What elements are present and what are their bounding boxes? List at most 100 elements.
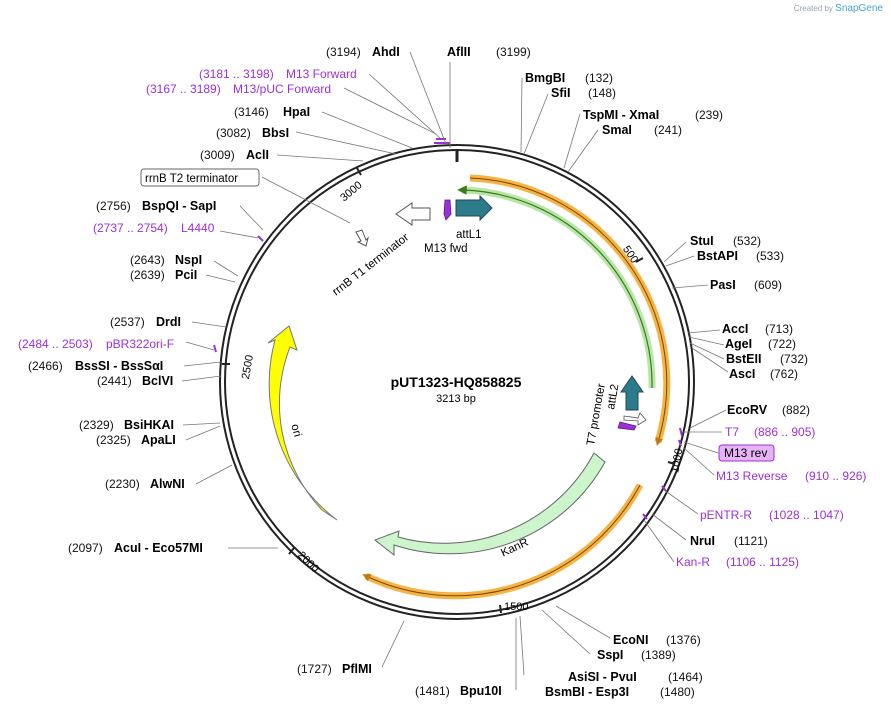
site-AclI-pos: (3009) <box>200 148 235 162</box>
site-BstEII-pos: (732) <box>780 352 808 366</box>
site-SfiI-pos: (148) <box>588 86 616 100</box>
site-TspMI-XmaI: TspMI - XmaI <box>583 108 659 122</box>
site-BssSI: BssSI - BssSαI <box>75 359 163 373</box>
tick-2000: 2000 <box>295 549 321 575</box>
primer-M13rev-box <box>718 444 775 462</box>
site-ApaLI: ApaLI <box>141 433 176 447</box>
site-AclI: AclI <box>246 148 269 162</box>
site-AccI-pos: (713) <box>765 322 793 336</box>
orf-arc-lower <box>362 483 644 600</box>
tick-3000: 3000 <box>338 179 364 204</box>
site-BsiHKAI: BsiHKAI <box>124 418 174 432</box>
site-AhdI: AhdI <box>372 45 400 59</box>
site-BclVI-pos: (2441) <box>97 374 132 388</box>
site-NspI: NspI <box>175 253 202 267</box>
site-StuI-pos: (532) <box>733 234 761 248</box>
site-NruI: NruI <box>690 534 715 548</box>
site-AflII: AflII <box>447 45 471 59</box>
site-BspQI-SapI-pos: (2756) <box>96 199 131 213</box>
m13fwd-label: M13 fwd <box>424 243 467 255</box>
site-PasI-pos: (609) <box>754 278 782 292</box>
site-BsmBI-Esp3I-pos: (1480) <box>660 685 695 699</box>
ori-label: ori <box>288 423 303 438</box>
primer-Kan-R-range: (1106 .. 1125) <box>726 555 799 569</box>
site-AsiSI-PvuI: AsiSI - PvuI <box>568 670 637 684</box>
rrnB-T1-label: rrnB T1 terminator <box>330 231 411 298</box>
site-SmaI-pos: (241) <box>654 123 682 137</box>
attL1-label: attL1 <box>456 229 482 241</box>
site-EcoRV: EcoRV <box>727 403 768 417</box>
primer-M13pUC-Forward: M13/pUC Forward <box>233 82 331 96</box>
primer-pBR322ori-F-range: (2484 .. 2503) <box>18 337 93 351</box>
site-EcoNI: EcoNI <box>613 633 648 647</box>
site-BssSI-pos: (2466) <box>28 359 63 373</box>
site-AcuI: AcuI - Eco57MI <box>114 541 203 555</box>
ori-feature: ori <box>267 325 338 521</box>
site-PasI: PasI <box>710 278 736 292</box>
primer-L4440-range: (2737 .. 2754) <box>93 221 168 235</box>
plasmid-name: pUT1323-HQ858825 <box>391 374 522 390</box>
tick-2500: 2500 <box>240 354 256 380</box>
site-AscI: AscI <box>729 367 755 381</box>
primer-M13-Forward: M13 Forward <box>286 67 357 81</box>
backbone <box>219 144 695 620</box>
primer-M13pUC-Forward-range: (3167 .. 3189) <box>146 82 221 96</box>
site-DrdI: DrdI <box>156 315 181 329</box>
site-TspMI-XmaI-pos: (239) <box>695 108 723 122</box>
site-ApaLI-pos: (2325) <box>96 433 131 447</box>
site-BbsI: BbsI <box>262 126 289 140</box>
site-NspI-pos: (2643) <box>130 253 165 267</box>
site-HpaI-pos: (3146) <box>234 105 269 119</box>
rrnB-terminators: rrnB T1 terminator <box>330 202 431 298</box>
site-AgeI-pos: (722) <box>768 337 796 351</box>
site-HpaI: HpaI <box>283 105 310 119</box>
site-BbsI-pos: (3082) <box>216 126 251 140</box>
site-AlwNI: AlwNI <box>150 477 185 491</box>
site-BmgBI-pos: (132) <box>585 71 613 85</box>
site-AsiSI-PvuI-pos: (1464) <box>668 670 703 684</box>
site-Bpu10I: Bpu10I <box>460 684 502 698</box>
primer-M13-Reverse: M13 Reverse <box>716 469 788 483</box>
kanR-feature: KanR <box>373 452 606 559</box>
primer-M13-Forward-range: (3181 .. 3198) <box>199 67 274 81</box>
site-PciI-pos: (2639) <box>130 268 165 282</box>
primer-M13rev: M13 rev <box>724 446 767 460</box>
site-BstAPI-pos: (533) <box>756 249 784 263</box>
site-PflMI-pos: (1727) <box>297 662 332 676</box>
attL2-label: attL2 <box>605 383 621 410</box>
primer-T7: T7 <box>725 425 739 439</box>
site-BmgBI: BmgBI <box>525 71 565 85</box>
site-PflMI: PflMI <box>342 662 372 676</box>
site-labels-left: (3194) AhdI (3146) HpaI (3082) BbsI (300… <box>28 45 502 698</box>
primer-pENTR-R: pENTR-R <box>700 508 752 522</box>
site-BspQI-SapI: BspQI - SapI <box>142 199 216 213</box>
rrnB-T2-box: rrnB T2 terminator <box>140 168 260 187</box>
site-BstEII: BstEII <box>726 352 761 366</box>
site-Bpu10I-pos: (1481) <box>415 684 450 698</box>
tick-1000: 1000 <box>669 448 685 474</box>
site-EcoNI-pos: (1376) <box>666 633 701 647</box>
site-SspI: SspI <box>597 648 623 662</box>
primer-T7-range: (886 .. 905) <box>754 425 815 439</box>
primer-M13-Reverse-range: (910 .. 926) <box>805 469 866 483</box>
primer-Kan-R: Kan-R <box>676 555 710 569</box>
plasmid-length: 3213 bp <box>436 393 476 405</box>
site-AscI-pos: (762) <box>770 367 798 381</box>
site-AgeI: AgeI <box>725 337 752 351</box>
primer-labels: (3181 .. 3198) M13 Forward (3167 .. 3189… <box>18 67 866 569</box>
site-PciI: PciI <box>175 268 197 282</box>
primer-pENTR-R-range: (1028 .. 1047) <box>769 508 844 522</box>
site-AlwNI-pos: (2230) <box>105 477 140 491</box>
site-SmaI: SmaI <box>602 123 632 137</box>
tick-1500: 1500 <box>504 601 528 613</box>
site-StuI: StuI <box>690 234 714 248</box>
leader-lines <box>181 51 729 690</box>
branding: Created by SnapGene <box>794 3 883 14</box>
site-EcoRV-pos: (882) <box>782 403 810 417</box>
site-BstAPI: BstAPI <box>697 249 738 263</box>
primer-pBR322ori-F: pBR322ori-F <box>106 337 174 351</box>
backbone-outer <box>219 144 695 620</box>
site-labels-right: AflII (3199) BmgBI (132) SfiI (148) TspM… <box>447 45 810 699</box>
site-AflII-pos: (3199) <box>496 45 531 59</box>
orf-arc-upper <box>469 174 671 446</box>
